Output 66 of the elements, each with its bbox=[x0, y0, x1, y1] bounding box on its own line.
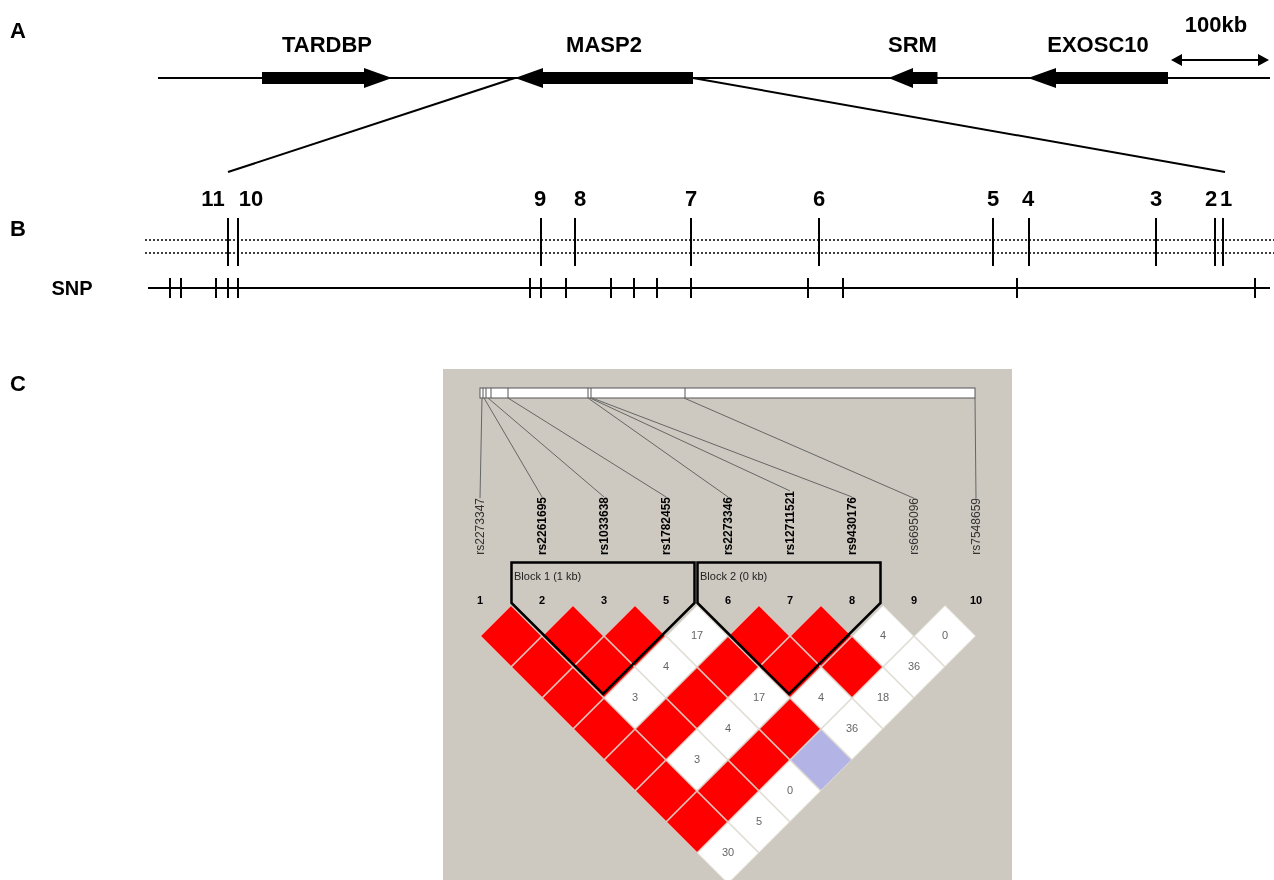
zoom-line bbox=[227, 77, 516, 173]
marker-number: 7 bbox=[786, 595, 794, 606]
marker-number: 10 bbox=[969, 595, 983, 606]
leader-line bbox=[507, 397, 667, 498]
marker-number: 8 bbox=[573, 188, 587, 210]
panel-letter: A bbox=[10, 20, 26, 42]
snp-name: rs6695096 bbox=[907, 498, 921, 555]
marker-number: 2 bbox=[538, 595, 546, 606]
marker-number: 2 bbox=[1204, 188, 1218, 210]
panel-letter: B bbox=[10, 218, 26, 240]
snp-name: rs9430176 bbox=[845, 496, 859, 555]
ld-value: 30 bbox=[721, 847, 735, 858]
ld-value: 0 bbox=[941, 630, 949, 641]
marker-number: 4 bbox=[1021, 188, 1035, 210]
ld-value: 5 bbox=[755, 816, 763, 827]
leader-line bbox=[974, 397, 977, 499]
marker-number: 5 bbox=[986, 188, 1000, 210]
snp-name: rs2261695 bbox=[535, 496, 549, 555]
block-label: Block 2 (0 kb) bbox=[700, 571, 768, 582]
block-label: Block 1 (1 kb) bbox=[514, 571, 582, 582]
ld-value: 3 bbox=[693, 754, 701, 765]
ld-value: 36 bbox=[907, 661, 921, 672]
snp-name: rs12711521 bbox=[783, 490, 797, 555]
gene-name: SRM bbox=[888, 34, 937, 56]
marker-number: 10 bbox=[238, 188, 264, 210]
marker-number: 7 bbox=[684, 188, 698, 210]
marker-number: 1 bbox=[476, 595, 484, 606]
ld-value: 4 bbox=[879, 630, 887, 641]
marker-number: 8 bbox=[848, 595, 856, 606]
snp-name: rs2273347 bbox=[473, 498, 487, 555]
marker-number: 6 bbox=[812, 188, 826, 210]
track-label: SNP bbox=[51, 278, 93, 298]
leader-line bbox=[487, 397, 605, 498]
marker-number: 9 bbox=[533, 188, 547, 210]
ld-value: 4 bbox=[662, 661, 670, 672]
leader-line bbox=[587, 397, 729, 498]
ld-value: 18 bbox=[876, 692, 890, 703]
marker-number: 1 bbox=[1219, 188, 1233, 210]
leader-line bbox=[591, 397, 853, 498]
zoom-line bbox=[692, 77, 1226, 173]
marker-number: 5 bbox=[662, 595, 670, 606]
snp-name: rs1033638 bbox=[597, 496, 611, 555]
marker-number: 3 bbox=[600, 595, 608, 606]
panel-letter: C bbox=[10, 373, 26, 395]
snp-name: rs1782455 bbox=[659, 496, 673, 555]
snp-name: rs7548659 bbox=[969, 498, 983, 555]
gene-name: MASP2 bbox=[566, 34, 642, 56]
scale-label: 100kb bbox=[1184, 14, 1248, 36]
ld-value: 4 bbox=[817, 692, 825, 703]
ld-value: 36 bbox=[845, 723, 859, 734]
ld-value: 17 bbox=[690, 630, 704, 641]
marker-number: 11 bbox=[201, 188, 225, 210]
marker-number: 9 bbox=[910, 595, 918, 606]
leader-line bbox=[483, 397, 543, 498]
leader-line bbox=[479, 397, 483, 499]
ld-value: 0 bbox=[786, 785, 794, 796]
snp-name: rs2273346 bbox=[721, 496, 735, 555]
gene-name: TARDBP bbox=[282, 34, 372, 56]
ld-value: 4 bbox=[724, 723, 732, 734]
gene-name: EXOSC10 bbox=[1047, 34, 1149, 56]
ld-value: 3 bbox=[631, 692, 639, 703]
ld-value: 17 bbox=[752, 692, 766, 703]
marker-number: 6 bbox=[724, 595, 732, 606]
marker-number: 3 bbox=[1149, 188, 1163, 210]
leader-line bbox=[683, 397, 915, 499]
leader-line bbox=[589, 397, 791, 492]
